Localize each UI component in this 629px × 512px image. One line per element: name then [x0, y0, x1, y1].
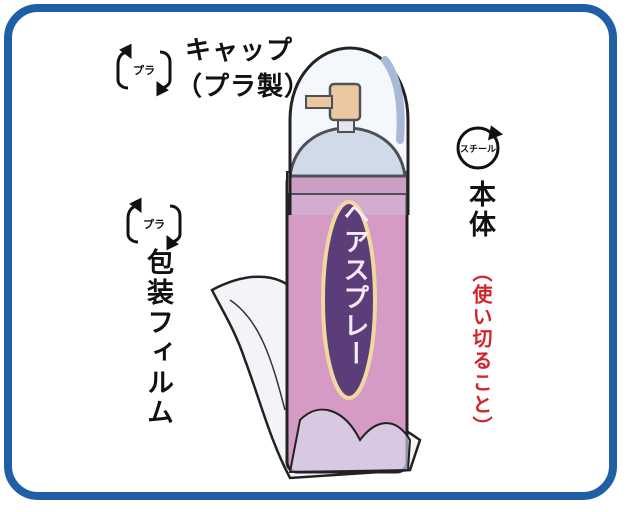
pla-mark-text: プラ: [143, 218, 165, 231]
cap-material-label: （プラ製）: [176, 72, 312, 102]
pla-mark-film-arrows: [126, 197, 182, 251]
nozzle: [305, 95, 333, 109]
pla-mark-text: プラ: [133, 64, 155, 77]
pla-recycle-icon-film: プラ: [134, 204, 174, 244]
steel-mark-arrows: [456, 125, 504, 170]
cap-label: キャップ: [185, 36, 294, 66]
steel-recycle-icon: スチール: [458, 128, 498, 168]
can-product-name: ヘアスプレー: [339, 200, 369, 368]
body-label: 本体: [464, 180, 495, 240]
film-label: 包装フィルム: [142, 248, 173, 428]
transparent-cap: [288, 46, 410, 215]
body-note: （使い切ること）: [469, 262, 493, 438]
can-label-oval: [321, 200, 377, 400]
steel-mark-text: スチール: [459, 144, 496, 155]
pla-mark-cap-arrows: [116, 43, 172, 97]
pla-recycle-icon-cap: プラ: [124, 50, 164, 90]
